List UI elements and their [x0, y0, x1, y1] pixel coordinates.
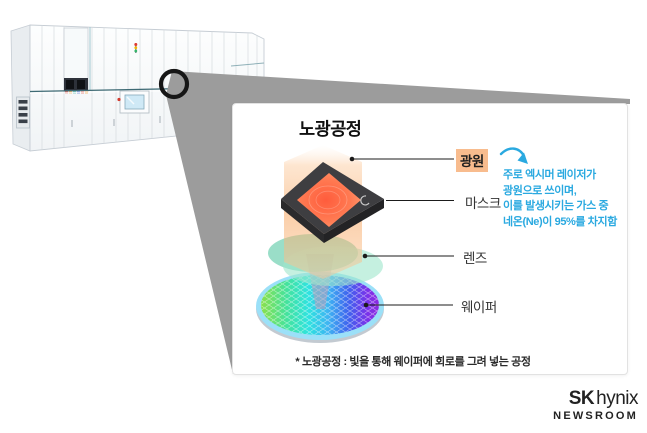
label-light-source: 광원	[456, 149, 488, 172]
leader-lines	[352, 158, 454, 306]
signal-tower-icon	[134, 43, 138, 53]
annotation-line: 광원으로 쓰이며,	[503, 184, 577, 197]
logo-sk: SK	[568, 388, 595, 409]
logo-hynix: hynix	[596, 388, 638, 409]
magnifier-ring	[158, 68, 190, 100]
curved-arrow-icon	[499, 147, 528, 164]
label-mask: 마스크	[465, 196, 501, 211]
logo-newsroom: NEWSROOM	[553, 410, 638, 422]
leader-dots	[349, 156, 369, 308]
footnote: * 노광공정 : 빛을 통해 웨이퍼에 회로를 그려 넣는 공정	[295, 356, 531, 368]
exposure-process-panel: 노광공정	[232, 103, 628, 375]
mask-graphic	[281, 162, 384, 243]
label-wafer: 웨이퍼	[461, 300, 497, 315]
annotation-line: 주로 엑시머 레이저가	[503, 169, 596, 181]
light-source-annotation: 주로 엑시머 레이저가 광원으로 쓰이며, 이를 발생시키는 가스 중 네온(N…	[503, 168, 631, 230]
annotation-line: 네온(Ne)이 95%를 차지함	[503, 215, 617, 228]
annotation-line: 이를 발생시키는 가스 중	[503, 200, 609, 212]
zoom-cone	[166, 71, 630, 374]
machine-screen	[119, 90, 150, 114]
lithography-stack-diagram	[256, 145, 528, 343]
drawer-unit	[16, 96, 30, 129]
panel-title: 노광공정	[299, 119, 362, 139]
label-lens: 렌즈	[463, 251, 487, 266]
